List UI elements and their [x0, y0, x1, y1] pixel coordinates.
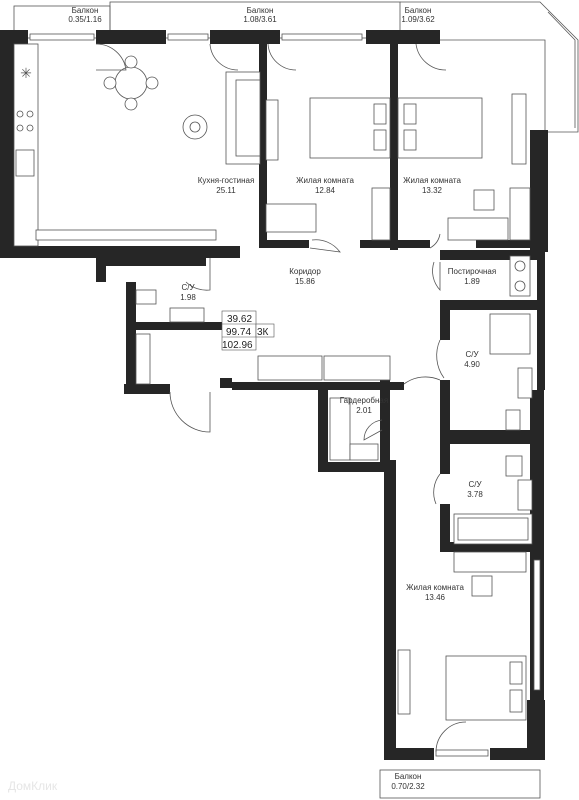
kitchen-area: 25.11 [216, 186, 236, 195]
wc3-name: С/У [468, 480, 482, 489]
summary-with-balconies: 102.96 [222, 340, 253, 351]
windows [29, 33, 541, 757]
laundry-name: Постирочная [448, 267, 496, 276]
balcony2-name: Балкон [247, 6, 274, 15]
area-summary: 39.62 99.74 3К 102.96 [221, 310, 275, 351]
wardrobe-name: Гардеробная [340, 396, 388, 405]
svg-text:✳: ✳ [20, 65, 32, 81]
kitchen-furniture: ✳ [13, 43, 261, 247]
balcony1-area: 0.35/1.16 [68, 15, 102, 24]
summary-total: 99.74 [226, 327, 251, 338]
room-labels: Балкон 0.35/1.16 Балкон 1.08/3.61 Балкон… [68, 6, 496, 791]
wc1-area: 1.98 [180, 293, 196, 302]
bedroom2-name: Жилая комната [403, 176, 461, 185]
corridor-name: Коридор [289, 267, 321, 276]
summary-living: 39.62 [227, 314, 252, 325]
balcony3-area: 1.09/3.62 [401, 15, 435, 24]
balcony3-name: Балкон [405, 6, 432, 15]
bedroom2-area: 13.32 [422, 186, 443, 195]
watermark-logo: ДомКлик [8, 779, 58, 793]
wc1-name: С/У [181, 283, 195, 292]
bedroom3-area: 13.46 [425, 593, 446, 602]
balcony4-name: Балкон [395, 772, 422, 781]
kitchen-name: Кухня-гостиная [198, 176, 255, 185]
balcony4-area: 0.70/2.32 [391, 782, 425, 791]
bathroom-fixtures [135, 255, 533, 545]
bedroom1-name: Жилая комната [296, 176, 354, 185]
bedroom3-name: Жилая комната [406, 583, 464, 592]
wardrobe-area: 2.01 [356, 406, 372, 415]
wardrobes [135, 333, 391, 461]
wc2-name: С/У [465, 350, 479, 359]
summary-rooms: 3К [257, 327, 269, 338]
wc3-area: 3.78 [467, 490, 483, 499]
wc2-area: 4.90 [464, 360, 480, 369]
balcony2-area: 1.08/3.61 [243, 15, 277, 24]
corridor-area: 15.86 [295, 277, 316, 286]
bedroom-furniture [265, 93, 531, 721]
doors [95, 43, 467, 753]
bedroom1-area: 12.84 [315, 186, 336, 195]
walls [0, 30, 548, 760]
balcony1-name: Балкон [72, 6, 99, 15]
laundry-area: 1.89 [464, 277, 480, 286]
